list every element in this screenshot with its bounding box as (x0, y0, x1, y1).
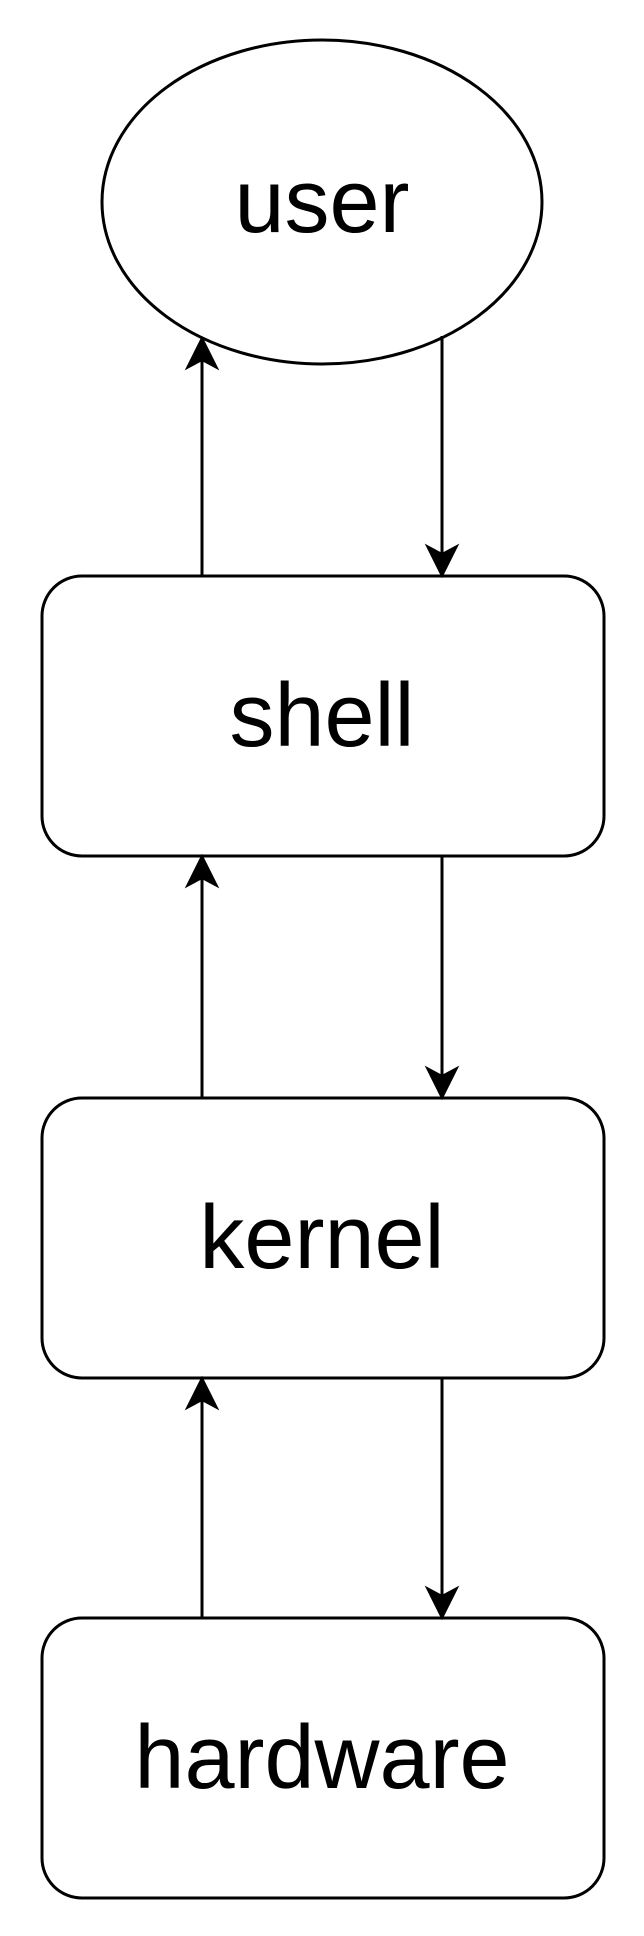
edge-kernel-to-hardware-arrowhead (424, 1585, 460, 1621)
node-kernel-label: kernel (199, 1188, 444, 1288)
edge-hardware-to-kernel-arrowhead (184, 1375, 220, 1411)
edge-kernel-to-hardware (424, 1378, 460, 1621)
node-hardware-shape (40, 1616, 606, 1900)
edge-shell-to-kernel (424, 856, 460, 1101)
node-user-shape (100, 38, 544, 366)
edge-shell-to-user-arrowhead (184, 335, 220, 371)
node-user: user (100, 38, 544, 366)
node-user-label: user (234, 152, 409, 252)
edge-kernel-to-shell-arrowhead (184, 853, 220, 889)
node-shell-label: shell (229, 666, 414, 766)
node-shell-shape (40, 574, 606, 858)
node-hardware-label: hardware (134, 1708, 509, 1808)
edge-shell-to-kernel-arrowhead (424, 1065, 460, 1101)
node-kernel-shape (40, 1096, 606, 1380)
edge-shell-to-user (184, 335, 220, 576)
node-hardware: hardware (40, 1616, 606, 1900)
edge-user-to-shell-arrowhead (424, 543, 460, 579)
edge-hardware-to-kernel (184, 1375, 220, 1618)
node-kernel: kernel (40, 1096, 606, 1380)
node-shell: shell (40, 574, 606, 858)
edge-user-to-shell (424, 336, 460, 579)
edge-kernel-to-shell (184, 853, 220, 1098)
